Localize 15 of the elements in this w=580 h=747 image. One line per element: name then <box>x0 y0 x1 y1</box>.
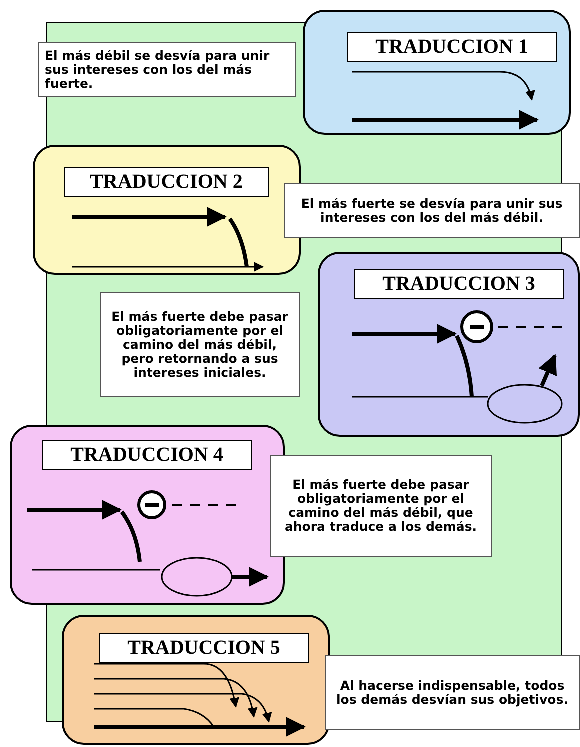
translation-panel <box>33 145 301 275</box>
description-box: El más fuerte se desvía para unir sus intereses con los del más débil. <box>284 183 580 238</box>
description-box: El más fuerte debe pasar obligatoriamente por el camino del más débil, pero retornando a sus intereses iniciales. <box>100 292 300 397</box>
description-box: El más débil se desvía para unir sus intereses con los del más fuerte. <box>38 42 296 97</box>
title-box: TRADUCCION 1 <box>347 32 557 62</box>
translation-panel <box>62 615 330 745</box>
translation-panel <box>303 10 571 135</box>
translation-panel <box>318 252 580 437</box>
title-box: TRADUCCION 4 <box>42 440 252 470</box>
title-box: TRADUCCION 3 <box>354 269 564 299</box>
title-box: TRADUCCION 5 <box>99 633 309 663</box>
translation-panel <box>10 425 285 605</box>
title-box: TRADUCCION 2 <box>64 167 269 197</box>
description-box: El más fuerte debe pasar obligatoriamente por el camino del más débil, que ahora traduce a los demás. <box>270 455 492 557</box>
description-box: Al hacerse indispensable, todos los demás desvían sus objetivos. <box>325 655 580 730</box>
